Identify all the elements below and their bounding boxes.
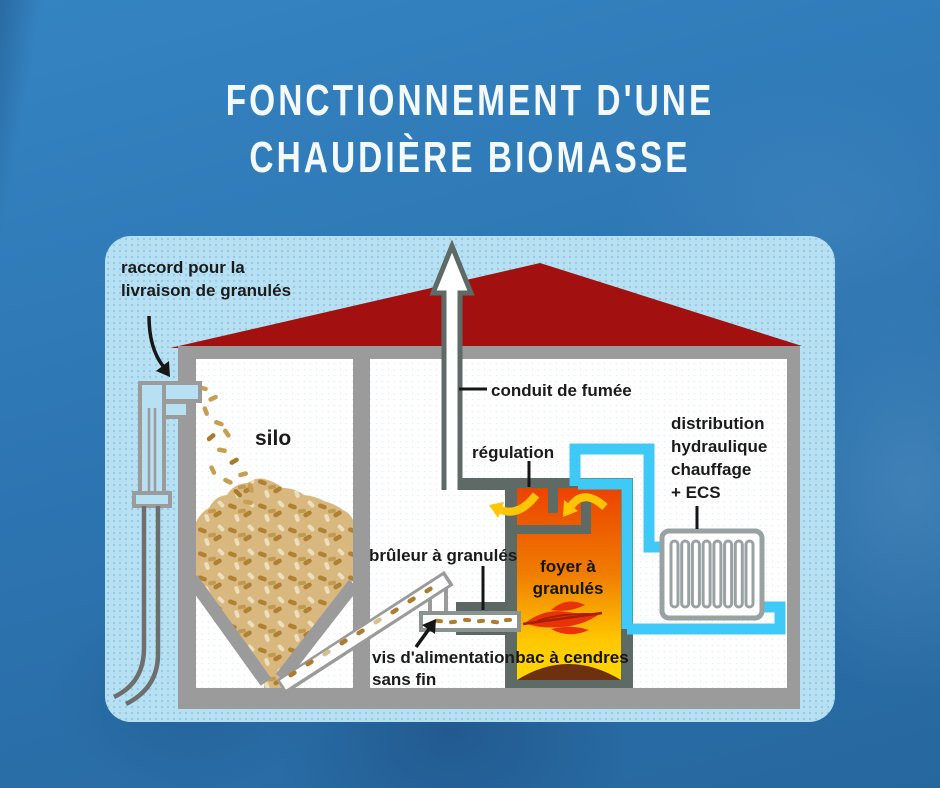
- flame: [522, 601, 603, 635]
- label-silo: silo: [255, 427, 292, 450]
- pipe-return: [627, 601, 786, 635]
- auger-pellets: [288, 586, 512, 678]
- silo-pellet-pile: [186, 478, 360, 688]
- roof: [170, 263, 802, 348]
- pellet-delivery-connector: [112, 381, 202, 707]
- radiator: [659, 528, 765, 621]
- label-burner: brûleur à granulés: [369, 546, 518, 565]
- pellet-feed-system: [276, 570, 521, 695]
- auger-tube: [280, 575, 449, 690]
- page-title-line1: FONCTIONNEMENT D'UNE: [225, 76, 715, 125]
- hydraulic-pipes: [569, 443, 786, 635]
- boiler-firebox: [517, 486, 621, 680]
- page-title-line2: CHAUDIÈRE BIOMASSE: [249, 133, 691, 182]
- label-hydraulic-distribution: distribution hydraulique chauffage + ECS: [671, 414, 768, 502]
- falling-pellets: [198, 385, 254, 505]
- flue-gas-arrows: [489, 492, 608, 518]
- boiler: [505, 478, 633, 688]
- baffle-top: [548, 478, 558, 513]
- smoke-up-arrow: [429, 239, 475, 490]
- arrow-raccord-head: [156, 361, 170, 377]
- diagram-card: raccord pour la livraison de granulés si…: [105, 236, 835, 722]
- chimney: [429, 239, 507, 490]
- silo-divider-wall: [353, 359, 370, 688]
- arrow-feed-screw: [414, 627, 431, 649]
- label-regulation: régulation: [472, 443, 555, 462]
- label-delivery-connector: raccord pour la livraison de granulés: [121, 258, 292, 300]
- arrow-feed-screw-head: [422, 619, 436, 634]
- pipe-boiler-jacket: [578, 478, 633, 629]
- biomass-boiler-diagram: [112, 239, 802, 709]
- delivery-hose: [112, 506, 147, 700]
- label-firebox: foyer à granulés: [532, 557, 604, 598]
- label-flue: conduit de fumée: [491, 381, 632, 400]
- baffle-horizontal: [517, 525, 591, 534]
- funnel-left-wall: [186, 575, 272, 686]
- label-pointers: [147, 315, 699, 649]
- baffle-riser: [581, 498, 591, 534]
- funnel-right-wall: [275, 580, 360, 682]
- arrow-raccord: [147, 315, 165, 368]
- page-title: FONCTIONNEMENT D'UNE CHAUDIÈRE BIOMASSE: [113, 72, 827, 186]
- delivery-hose: [124, 506, 161, 707]
- ash-mound: [517, 664, 621, 680]
- pipe-flange: [132, 491, 172, 508]
- pipe-supply: [569, 443, 665, 553]
- label-ash-pan: bac à cendres: [515, 648, 629, 667]
- label-feed-screw: vis d'alimentation sans fin: [372, 648, 515, 689]
- flue-duct: [462, 478, 507, 490]
